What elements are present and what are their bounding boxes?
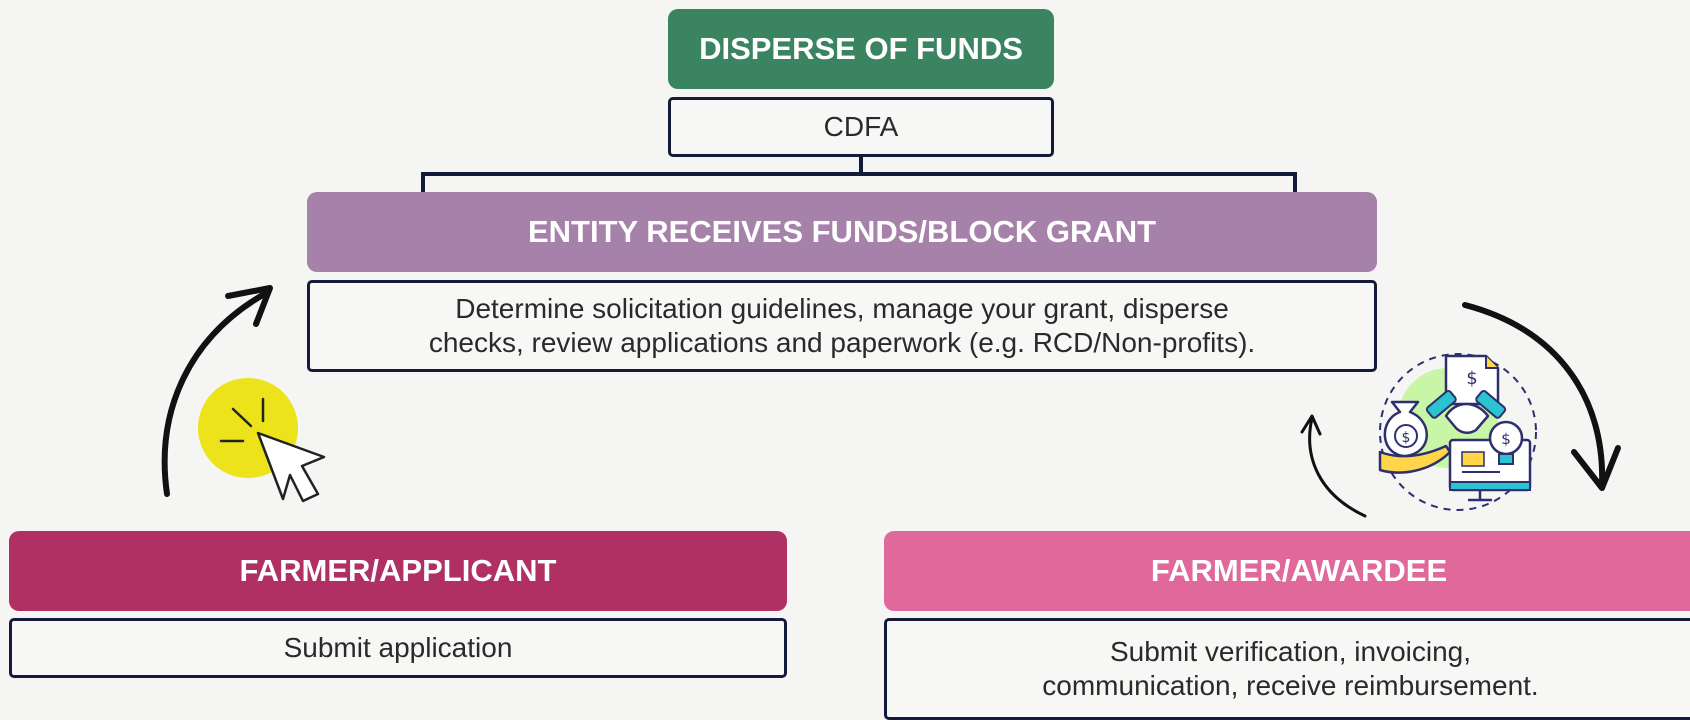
entity-description-box: Determine solicitation guidelines, manag… <box>307 280 1377 372</box>
applicant-description-box: Submit application <box>9 618 787 678</box>
cdfa-box: CDFA <box>668 97 1054 157</box>
arrow-applicant-to-entity <box>161 285 273 497</box>
awardee-description-line-1: Submit verification, invoicing, <box>1109 636 1472 667</box>
bracket-connector <box>421 157 1297 194</box>
arrow-entity-to-awardee <box>1462 302 1621 491</box>
entity-description-line-2: checks, review applications and paperwor… <box>428 327 1256 358</box>
awardee-description-line-2: communication, receive reimbursement. <box>1042 670 1539 701</box>
disperse-funds-header: DISPERSE OF FUNDS <box>668 9 1054 89</box>
farmer-awardee-header: FARMER/AWARDEE <box>884 531 1690 611</box>
entity-receives-funds-header: ENTITY RECEIVES FUNDS/BLOCK GRANT <box>307 192 1377 272</box>
entity-description-line-1: Determine solicitation guidelines, manag… <box>455 293 1229 324</box>
farmer-applicant-header: FARMER/APPLICANT <box>9 531 787 611</box>
arrow-awardee-to-entity <box>1300 414 1367 518</box>
awardee-description-box: Submit verification, invoicing, communic… <box>884 618 1690 720</box>
